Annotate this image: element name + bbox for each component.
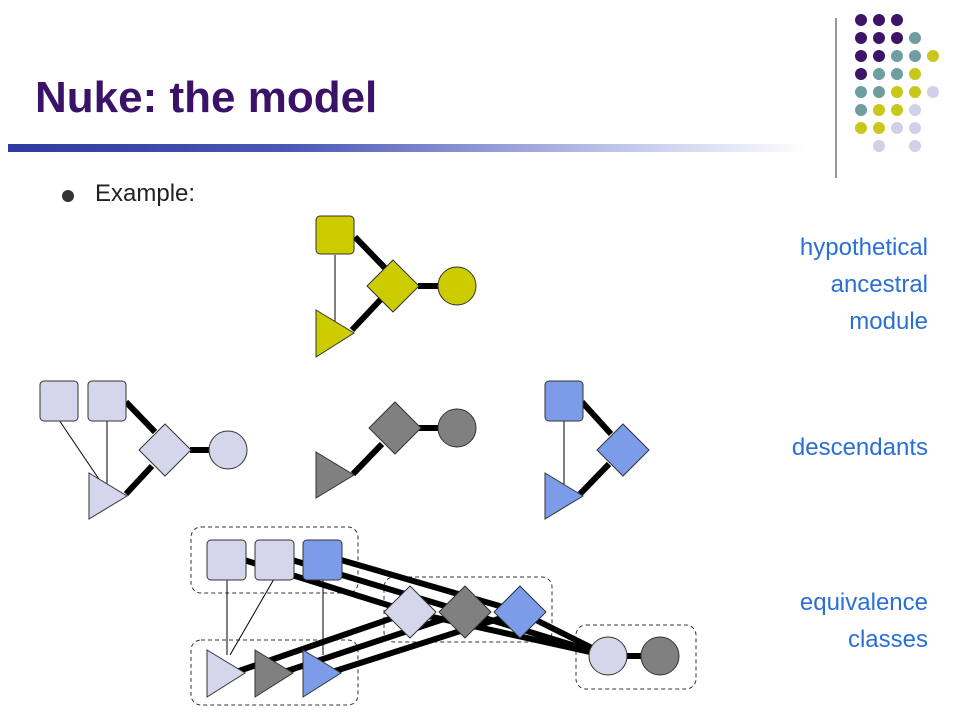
ancestral-circle [437,266,477,306]
descendant-lavender [39,380,248,520]
corner-dot [855,86,867,98]
equivalence-lavender-square [206,539,247,581]
ancestral-module [315,215,477,358]
corner-dot [891,86,903,98]
bullet-dot-icon [62,190,74,202]
equivalence-box-squares [190,526,359,594]
corner-dot [873,122,885,134]
corner-dot [873,104,885,116]
equivalence-blue-square [302,539,343,581]
corner-dot [873,140,885,152]
equivalence-lavender-diamond [383,585,437,639]
descendant-gray [315,401,477,499]
equivalence-lavender-circle [588,636,628,676]
slide-title: Nuke: the model [35,73,378,122]
label-line: ancestral [830,271,928,299]
corner-dot [873,50,885,62]
corner-dot [909,104,921,116]
descendant-gray-circle [437,408,477,448]
descendant-blue-square [544,380,584,422]
label-line: hypothetical [799,234,928,261]
corner-dot [909,86,921,98]
corner-dot [909,32,921,44]
equivalence-blue-diamond [493,585,547,639]
ancestral-diamond [366,259,420,313]
descendant-lavender-diamond [138,423,192,477]
corner-dot [891,104,903,116]
corner-dot [855,14,867,26]
descendant-lavender-square [39,380,79,422]
corner-dot [855,32,867,44]
equivalence-gray-diamond [438,585,492,639]
descendant-blue-triangle [544,472,584,520]
descendant-lavender-circle [208,430,248,470]
corner-dot [855,50,867,62]
descendant-lavender-triangle [88,472,128,520]
corner-dot-decoration [835,14,939,178]
corner-dot [891,68,903,80]
corner-dot [873,14,885,26]
descendant-blue [544,380,650,520]
descendant-lavender-square [87,380,127,422]
corner-dot [927,50,939,62]
corner-dot [855,68,867,80]
label-equivalence-classes: equivalence classes [800,584,928,658]
corner-dot [909,68,921,80]
corner-dot [891,122,903,134]
equivalence-gray-circle [640,636,680,676]
equivalence-box-triangles [190,639,359,706]
equivalence-graph [206,539,680,698]
corner-dot [891,14,903,26]
equivalence-box-diamonds [383,576,553,643]
equivalence-box-circles [575,624,697,690]
corner-dot [909,140,921,152]
title-underline [8,144,808,152]
label-hypothetical-ancestral-module: hypothetical ancestral module [800,229,928,341]
equivalence-gray-triangle [254,649,294,698]
label-line: descendants [791,434,928,461]
label-descendants: descendants [792,429,928,466]
descendant-blue-diamond [596,423,650,477]
corner-dot [891,32,903,44]
descendant-gray-diamond [368,401,422,455]
corner-dot [927,86,939,98]
corner-dot [873,32,885,44]
corner-dot [855,122,867,134]
label-line: module [849,308,928,336]
corner-dot [855,104,867,116]
ancestral-triangle [315,309,355,358]
corner-dot [873,68,885,80]
corner-dot [873,86,885,98]
label-line: classes [847,626,928,654]
corner-dot [909,122,921,134]
descendant-gray-triangle [315,451,355,499]
corner-dot [909,50,921,62]
equivalence-blue-triangle [302,649,342,698]
ancestral-square [315,215,355,255]
equivalence-lavender-square [254,539,295,581]
label-line: equivalence [799,589,928,616]
corner-dot [891,50,903,62]
equivalence-lavender-triangle [206,649,246,698]
bullet-text: Example: [95,180,196,207]
